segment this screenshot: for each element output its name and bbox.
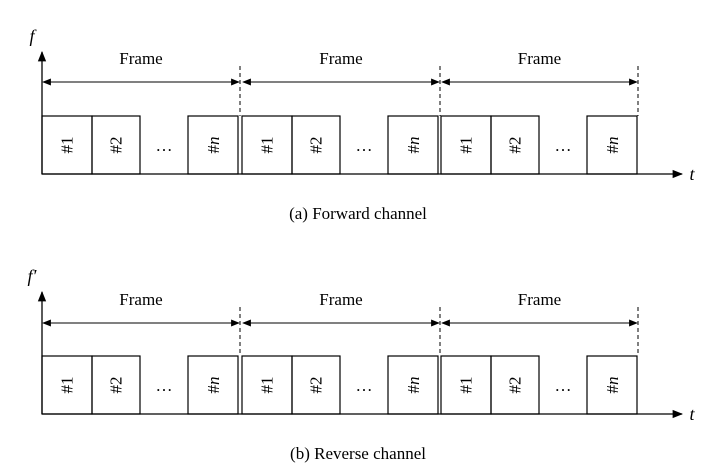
slot-label: #n xyxy=(404,137,423,154)
slot-label: #n xyxy=(603,137,622,154)
panel-caption: (a) Forward channel xyxy=(289,204,427,223)
time-slot xyxy=(187,115,239,175)
slot-label: #2 xyxy=(307,137,326,154)
time-slot xyxy=(387,115,439,175)
x-axis-label: t xyxy=(689,404,695,424)
time-slot xyxy=(91,355,141,415)
panel-forward: f t Frame #1 #2 … #n Frame #1 #2 … #n Frame #1 #2 … #n (a… xyxy=(29,26,695,223)
slot-label: #2 xyxy=(107,377,126,394)
time-slot xyxy=(387,355,439,415)
slot-label: #1 xyxy=(58,377,77,394)
time-slot xyxy=(291,115,341,175)
slot-label: #n xyxy=(603,377,622,394)
frame-label: Frame xyxy=(119,290,162,309)
slot-ellipsis: … xyxy=(156,376,173,395)
frame-label: Frame xyxy=(119,49,162,68)
slot-ellipsis: … xyxy=(555,376,572,395)
frame-label: Frame xyxy=(319,49,362,68)
slot-label: #n xyxy=(204,377,223,394)
slot-ellipsis: … xyxy=(555,136,572,155)
slot-label: #1 xyxy=(457,377,476,394)
frame-label: Frame xyxy=(518,290,561,309)
slot-label: #n xyxy=(404,377,423,394)
panel-reverse: f′ t Frame #1 #2 … #n Frame #1 #2 … #n Frame #1 #2 … #n (… xyxy=(28,266,696,463)
slot-label: #2 xyxy=(506,137,525,154)
time-slot xyxy=(490,355,540,415)
slot-label: #2 xyxy=(307,377,326,394)
slot-ellipsis: … xyxy=(156,136,173,155)
slot-label: #1 xyxy=(258,137,277,154)
time-slot xyxy=(187,355,239,415)
slot-label: #n xyxy=(204,137,223,154)
frame-label: Frame xyxy=(518,49,561,68)
time-slot xyxy=(586,355,638,415)
time-slot xyxy=(490,115,540,175)
panel-caption: (b) Reverse channel xyxy=(290,444,426,463)
time-slot xyxy=(291,355,341,415)
time-slot xyxy=(586,115,638,175)
slot-label: #1 xyxy=(457,137,476,154)
slot-label: #1 xyxy=(258,377,277,394)
time-slot xyxy=(91,115,141,175)
slot-ellipsis: … xyxy=(356,376,373,395)
x-axis-label: t xyxy=(689,164,695,184)
y-axis-label: f′ xyxy=(28,266,38,286)
slot-label: #2 xyxy=(107,137,126,154)
slot-label: #1 xyxy=(58,137,77,154)
slot-label: #2 xyxy=(506,377,525,394)
frame-label: Frame xyxy=(319,290,362,309)
slot-ellipsis: … xyxy=(356,136,373,155)
y-axis-label: f xyxy=(29,26,37,46)
